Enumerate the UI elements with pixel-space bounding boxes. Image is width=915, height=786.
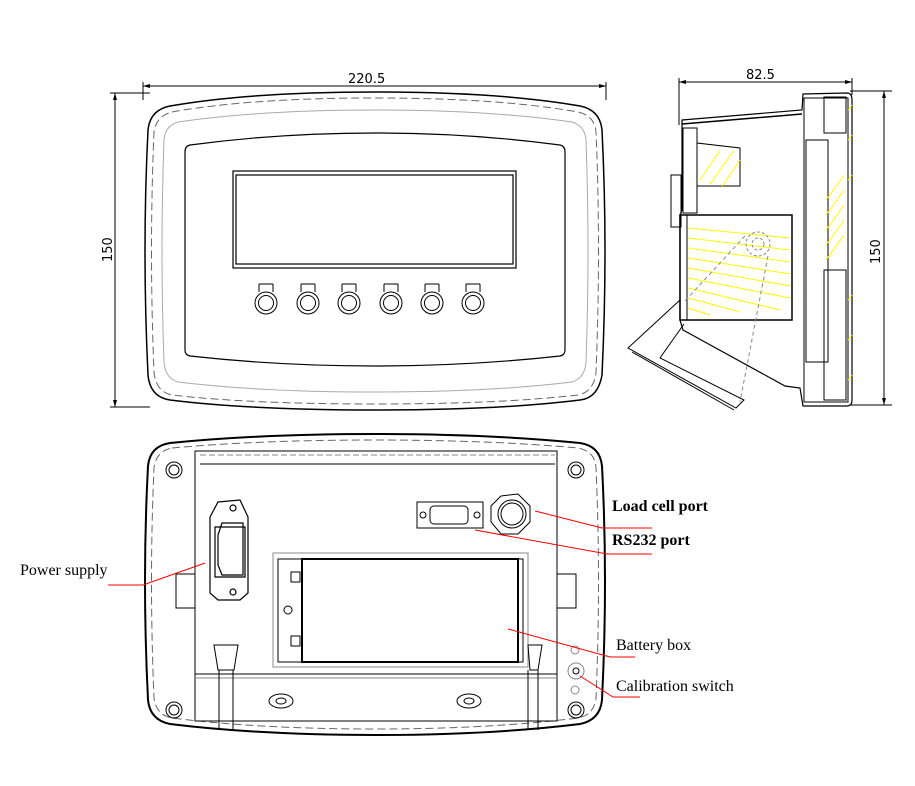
display-window bbox=[232, 170, 517, 269]
svg-text:82.5: 82.5 bbox=[746, 68, 775, 83]
side-height-dimension: 150 bbox=[850, 90, 892, 406]
button-1 bbox=[254, 283, 278, 315]
leader-lines bbox=[108, 510, 652, 698]
leader-power-supply bbox=[108, 562, 206, 586]
leader-battery-box bbox=[507, 628, 635, 658]
rs232-connector bbox=[416, 501, 484, 529]
corner-screws bbox=[165, 461, 585, 719]
button-3 bbox=[337, 283, 361, 315]
svg-text:220.5: 220.5 bbox=[348, 72, 385, 87]
label-calibration-switch: Calibration switch bbox=[616, 678, 734, 695]
side-view: 82.5 150 bbox=[627, 68, 892, 411]
label-battery-box: Battery box bbox=[616, 637, 692, 654]
back-view bbox=[144, 432, 606, 737]
button-2 bbox=[296, 283, 320, 315]
leader-load-cell-port bbox=[534, 510, 652, 529]
depth-dimension: 82.5 bbox=[678, 68, 853, 125]
label-rs232-port: RS232 port bbox=[612, 532, 690, 549]
label-load-cell-port: Load cell port bbox=[612, 498, 708, 515]
back-feet bbox=[213, 644, 543, 730]
calibration-switch bbox=[567, 645, 585, 695]
width-dimension: 220.5 bbox=[142, 72, 607, 100]
leader-rs232-port bbox=[474, 529, 652, 555]
button-6 bbox=[461, 283, 485, 315]
svg-text:150: 150 bbox=[869, 239, 884, 264]
label-power-supply: Power supply bbox=[20, 562, 108, 579]
svg-text:150: 150 bbox=[101, 237, 116, 262]
height-dimension: 150 bbox=[101, 92, 150, 408]
load-cell-connector bbox=[490, 493, 531, 535]
button-5 bbox=[420, 283, 444, 315]
battery-box bbox=[272, 552, 529, 668]
leader-calibration-switch bbox=[579, 675, 640, 698]
front-view: 220.5 150 bbox=[101, 72, 607, 411]
button-4 bbox=[379, 283, 403, 315]
front-buttons bbox=[254, 283, 485, 315]
power-socket bbox=[209, 499, 249, 601]
